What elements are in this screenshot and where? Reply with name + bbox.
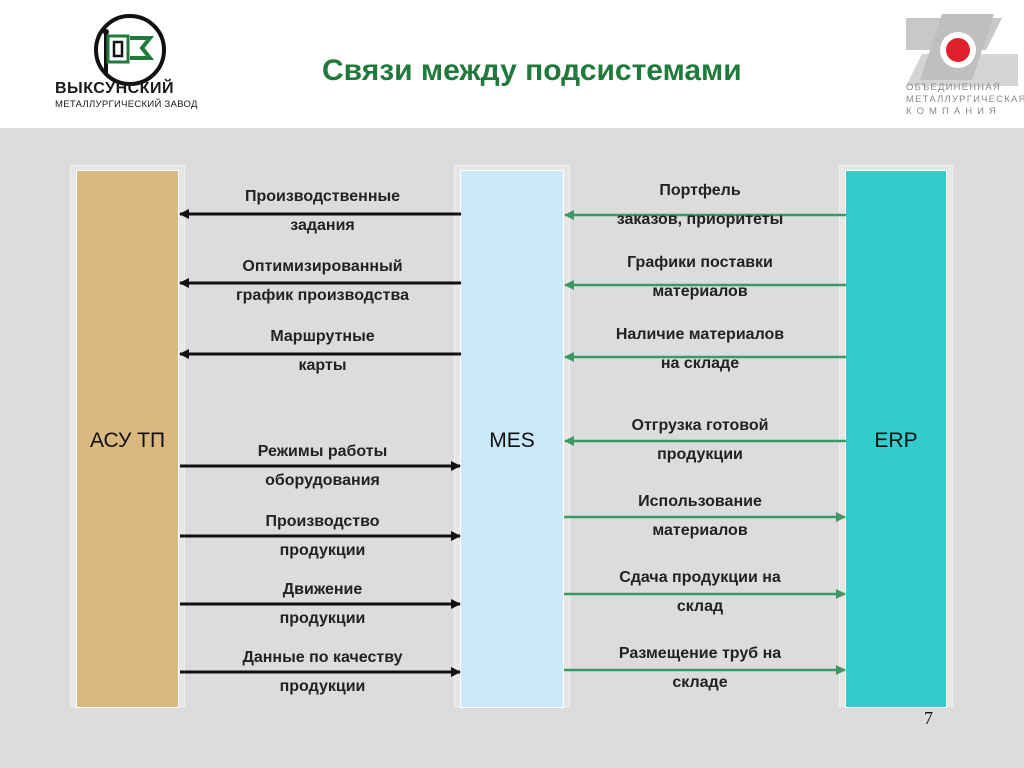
flow-label-line: продукции [279, 678, 366, 695]
flow-label-line: Отгрузка готовой [631, 417, 769, 434]
mes-label: MES [489, 429, 535, 452]
asu-mes-flow-label: Оптимизированный график производства [190, 252, 455, 310]
flow-label-line: Режимы работы [257, 443, 388, 460]
flow-label-line: продукции [657, 446, 743, 463]
flow-label-line: Использование [638, 493, 762, 510]
omk-logo-line: К О М П А Н И Я [906, 106, 998, 117]
flow-label-line: материалов [652, 283, 748, 300]
flow-label-line: график производства [235, 287, 409, 304]
mes-erp-flow-label: Графики поставки материалов [570, 248, 830, 306]
flow-label-line: Размещение труб на [618, 645, 782, 662]
asu-mes-flow-label: Движение продукции [190, 575, 455, 633]
vmz-logo-icon [94, 14, 166, 86]
mes-erp-flow-label: Использование материалов [570, 487, 830, 545]
vmz-logo-name: ВЫКСУНСКИЙ [55, 80, 174, 97]
omk-logo-icon [906, 14, 1018, 86]
asu-tp-label: АСУ ТП [89, 429, 166, 452]
asu-mes-flow-label: Производственные задания [190, 182, 455, 240]
mes-erp-flow-label: Размещение труб на складе [570, 639, 830, 697]
erp-block: ERP [845, 170, 947, 708]
flow-label-line: Данные по качеству [242, 649, 403, 666]
asu-tp-block: АСУ ТП [76, 170, 179, 708]
flow-label-line: Портфель [659, 182, 741, 199]
asu-mes-flow-label: Маршрутные карты [190, 322, 455, 380]
flow-label-line: Графики поставки [627, 254, 773, 271]
mes-block: MES [460, 170, 564, 708]
omk-logo-line: ОБЪЕДИНЕННАЯ [906, 82, 1001, 93]
flow-label-line: Производство [265, 513, 380, 530]
erp-label: ERP [874, 429, 918, 452]
flow-label-line: заказов, приоритеты [616, 211, 784, 228]
asu-mes-flow-label: Данные по качеству продукции [190, 643, 455, 701]
flow-label-line: продукции [279, 610, 366, 627]
flow-label-line: Производственные [244, 188, 401, 205]
flow-label-line: Наличие материалов [615, 326, 785, 343]
vmz-logo-subtitle: МЕТАЛЛУРГИЧЕСКИЙ ЗАВОД [55, 99, 198, 110]
page-number: 7 [924, 708, 933, 728]
flow-label-line: Маршрутные [270, 328, 375, 345]
mes-erp-flow-label: Портфель заказов, приоритеты [570, 176, 830, 234]
header: ВЫКСУНСКИЙ МЕТАЛЛУРГИЧЕСКИЙ ЗАВОД Связи … [0, 0, 1024, 128]
flow-label-line: оборудования [265, 472, 380, 489]
page-title: Связи между подсистемами [322, 54, 742, 87]
mes-erp-flow-label: Сдача продукции на склад [570, 563, 830, 621]
mes-erp-flow-label: Наличие материалов на складе [570, 320, 830, 378]
omk-logo-text: ОБЪЕДИНЕННАЯ МЕТАЛЛУРГИЧЕСКАЯ К О М П А … [906, 82, 1024, 118]
flow-label-line: Оптимизированный [242, 258, 403, 275]
mes-erp-flow-label: Отгрузка готовой продукции [570, 411, 830, 469]
flow-label-line: на складе [660, 355, 740, 372]
flow-label-line: складе [672, 674, 728, 691]
flow-label-line: материалов [652, 522, 748, 539]
omk-logo-line: МЕТАЛЛУРГИЧЕСКАЯ [906, 94, 1024, 105]
flow-label-line: Сдача продукции на [619, 569, 781, 586]
flow-label-line: задания [290, 217, 355, 234]
flow-label-line: карты [298, 357, 347, 374]
flow-label-line: Движение [282, 581, 363, 598]
asu-mes-flow-label: Режимы работы оборудования [190, 437, 455, 495]
asu-mes-flow-label: Производство продукции [190, 507, 455, 565]
flow-label-line: продукции [279, 542, 366, 559]
flow-label-line: склад [676, 598, 724, 615]
